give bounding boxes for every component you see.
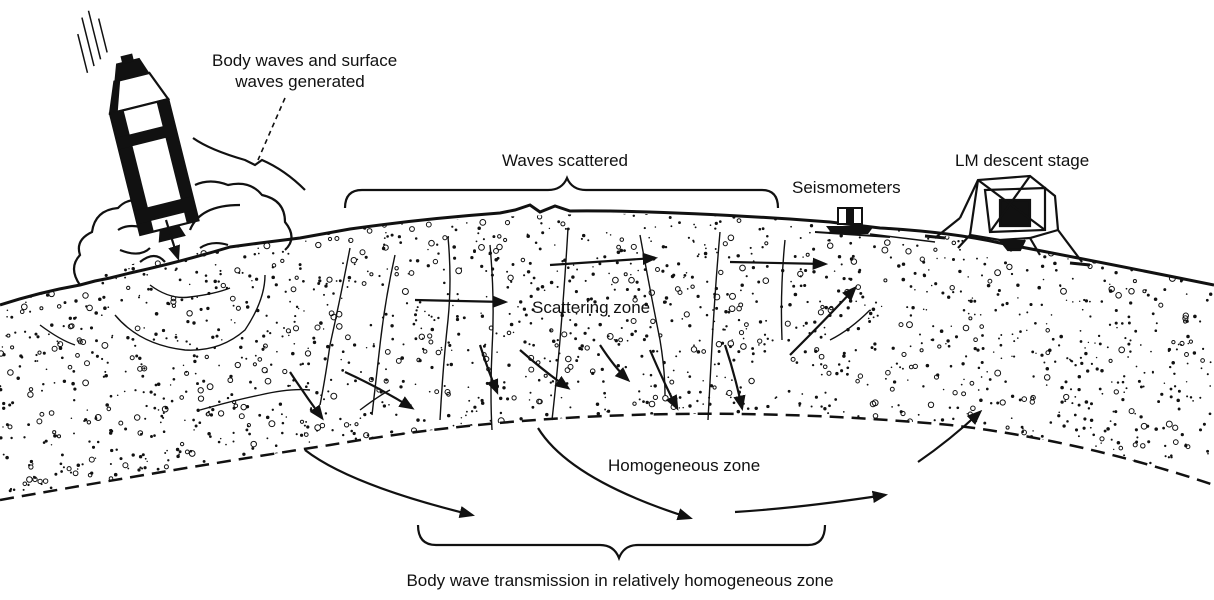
rocket-stage-icon bbox=[73, 0, 201, 249]
body-wave-transmission-label: Body wave transmission in relatively hom… bbox=[330, 570, 910, 591]
seismometers-label: Seismometers bbox=[792, 177, 901, 198]
waves-scattered-brace bbox=[345, 178, 778, 208]
homogeneous-zone-label: Homogeneous zone bbox=[608, 455, 760, 476]
impact-label-line1: Body waves and surface bbox=[212, 50, 388, 71]
waves-scattered-label: Waves scattered bbox=[480, 150, 650, 171]
lm-descent-stage-label: LM descent stage bbox=[955, 150, 1089, 171]
transmission-brace bbox=[418, 525, 825, 558]
scattering-zone-label: Scattering zone bbox=[532, 297, 650, 318]
impact-label-line2: waves generated bbox=[212, 71, 388, 92]
impact-leader-line bbox=[258, 98, 285, 160]
